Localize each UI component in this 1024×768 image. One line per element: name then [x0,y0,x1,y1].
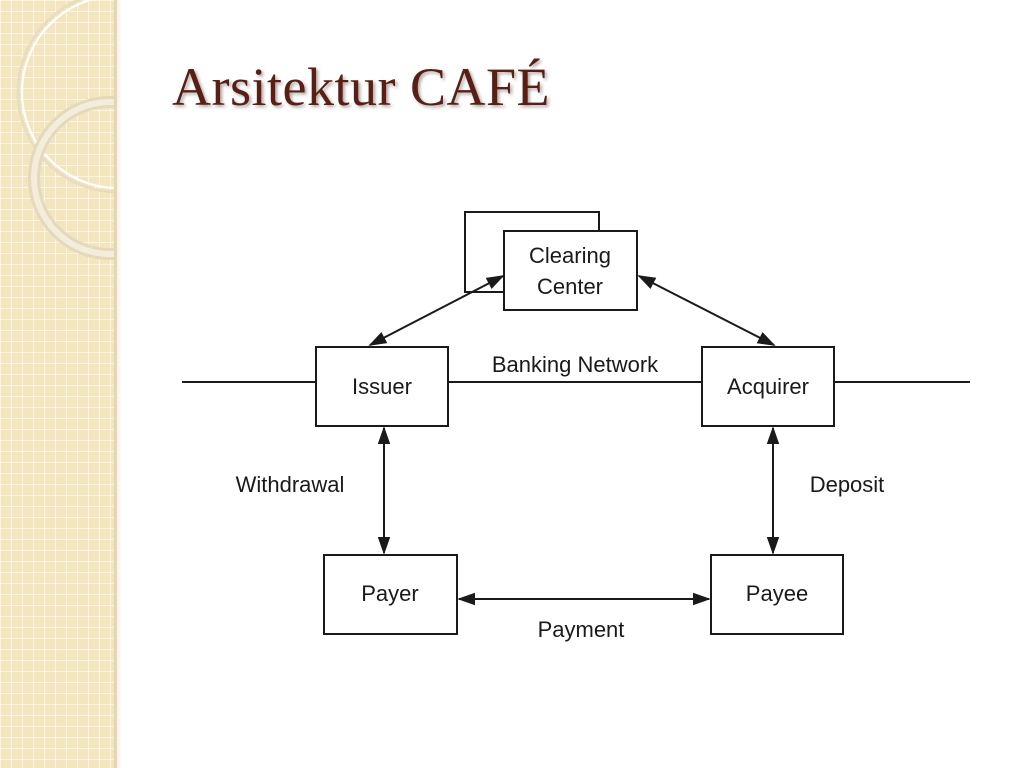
payer-box [323,554,458,635]
withdrawal-label: Withdrawal [236,472,345,497]
decorative-rings [16,0,114,260]
slide-title: Arsitektur CAFÉ [172,57,550,117]
acquirer-label: Acquirer [727,374,809,399]
payee-label: Payee [746,581,808,606]
issuer-label: Issuer [352,374,412,399]
clearing-center-label-line1: Clearing [529,243,611,268]
decorative-side-band [0,0,117,768]
issuer-clearing-arrow [368,275,505,346]
banking-network-label: Banking Network [492,352,659,377]
acquirer-box [701,346,835,427]
issuer-box [315,346,449,427]
payee-box [710,554,844,635]
clearing-center-box [503,230,638,311]
clearing-acquirer-arrow [637,275,776,346]
payment-label: Payment [538,617,625,642]
clearing-center-label-line2: Center [537,274,603,299]
side-band-shadow [114,0,122,768]
deposit-label: Deposit [810,472,885,497]
payer-label: Payer [361,581,418,606]
banking-network-label-bg [470,348,680,380]
